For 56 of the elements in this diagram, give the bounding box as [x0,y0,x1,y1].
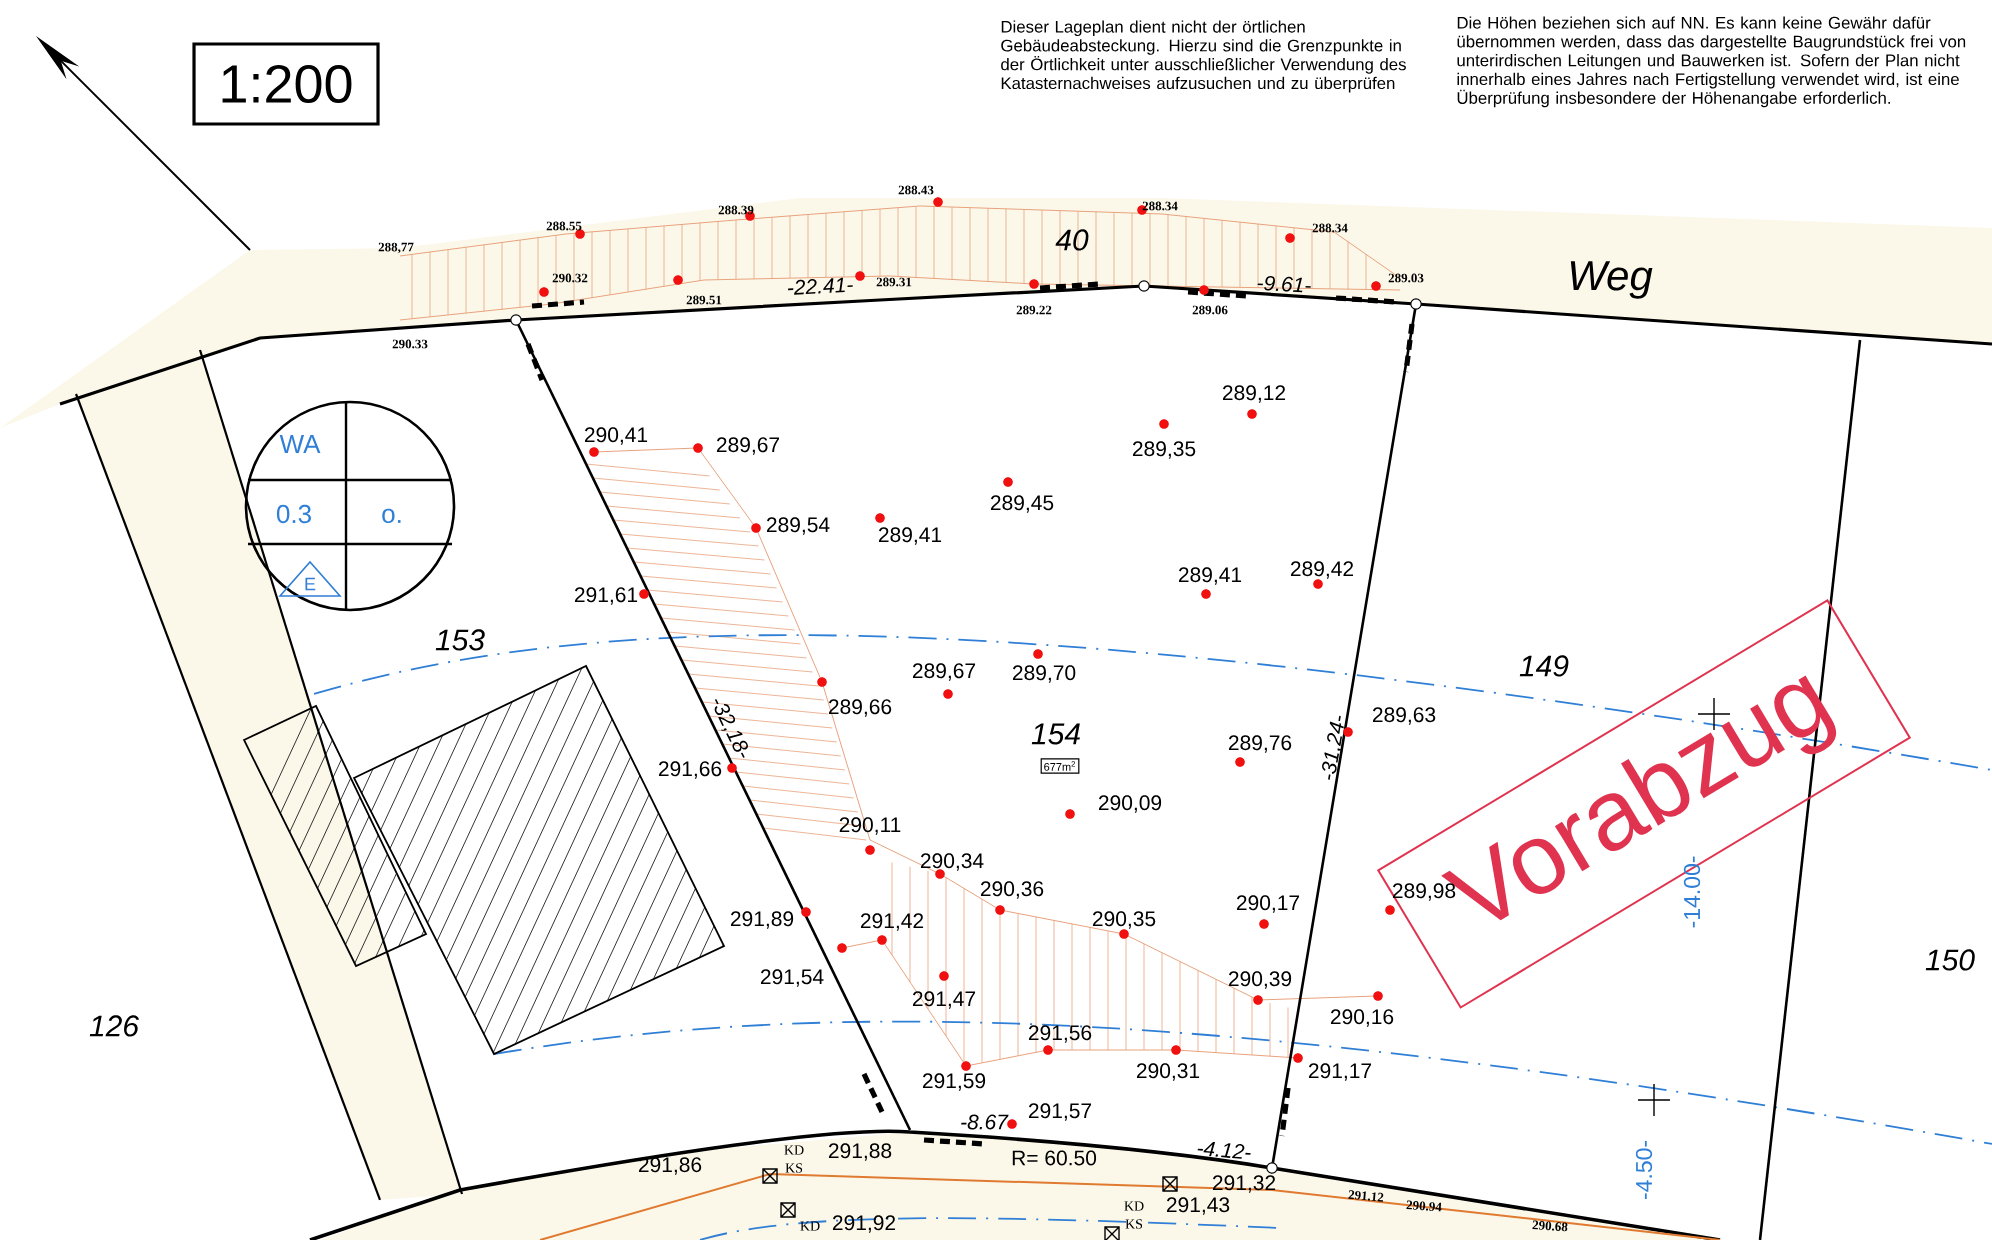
elevation-label: 291,66 [658,761,722,779]
elevation-label: 289,12 [1222,385,1286,403]
elevation-label: 289,41 [878,527,942,545]
zoning-label: WA [279,435,321,453]
elevation-label: 289,41 [1178,567,1242,585]
elevation-label: 290,39 [1228,971,1292,989]
zoning-label: o. [382,508,401,524]
elevation-label: 290,35 [1092,911,1156,929]
elevation-label: 291,54 [760,969,824,987]
elevation-label: 291,56 [1028,1025,1092,1043]
parcel-number: 153 [435,629,485,651]
note-text: Dieser Lageplan dient nicht der örtlichen Gebäudeabsteckung. Hierzu sind die Grenzpunkte in der Örtlichkeit unter ausschließlicher Verwendung des Katasternachweises aufzusuchen und zu überprüfen [1001,20,1406,93]
elevation-label: 291,47 [912,991,976,1009]
elevation-label: 291,17 [1308,1063,1372,1081]
parcel-number: 149 [1519,655,1569,677]
elevation-label: 291,32 [1212,1175,1276,1193]
elevation-label: 290,09 [1098,795,1162,813]
elevation-label: 291,61 [574,587,638,605]
dimension-label: -8.67 [961,1114,1009,1130]
elevation-label: 290,11 [839,817,901,835]
dimension-label: -4.50- [1635,1140,1653,1199]
elevation-label: 290,41 [584,427,648,445]
elevation-label: 291,42 [860,913,924,931]
elevation-label: 291,57 [1028,1103,1092,1121]
dimension-label: -4.12- [1197,1141,1251,1159]
elevation-label: 290,31 [1136,1063,1200,1081]
dimension-label: -9.61- [1257,275,1311,293]
scale-box: 1:200 [192,42,380,126]
zoning-label: 0.3 [276,504,311,524]
elevation-label: 291,59 [922,1073,986,1091]
dimension-label: -32,18- [714,699,748,758]
dimension-label: -22.41- [788,277,853,295]
street-name: Weg [1570,261,1653,299]
elevation-label: 289,70 [1012,665,1076,683]
elevation-label: 290,17 [1236,895,1300,913]
elevation-label: 290,36 [980,881,1044,899]
elevation-label: 290,16 [1330,1009,1394,1027]
elevation-label: 289,54 [766,517,830,535]
dimension-label: -31,24- [1322,715,1344,780]
elevation-label: 290,34 [920,853,984,871]
elevation-label: 289,67 [912,663,976,681]
elevation-label: 289,66 [828,699,892,717]
radius-label: R= 60.50 [1012,1150,1097,1166]
elevation-label: 289,76 [1228,735,1292,753]
parcel-number: 126 [89,1015,140,1037]
elevation-label: 291,89 [730,911,794,929]
elevation-label: 289,35 [1132,441,1196,459]
elevation-label: 289,67 [716,437,780,455]
elevation-label: 291,92 [832,1215,896,1233]
elevation-label: 289,42 [1290,561,1354,579]
elevation-label: 291,43 [1166,1197,1230,1215]
parcel-number: 154 [1031,723,1080,745]
note-text: Die Höhen beziehen sich auf NN. Es kann keine Gewähr dafür übernommen werden, dass das dargestellte Baugrundstück frei von unterirdischen Leitungen und Bauwerken ist. Sofern der Plan nicht innerhalb eines Jahres nach Fertigstellung verwendet wird, ist eine Überprüfung insbesondere der Höhenangabe erforderlich. [1457,16,1966,108]
parcel-number: 40 [1055,229,1089,251]
elevation-label: 289,45 [990,495,1054,513]
elevation-label: 291,88 [828,1143,892,1161]
